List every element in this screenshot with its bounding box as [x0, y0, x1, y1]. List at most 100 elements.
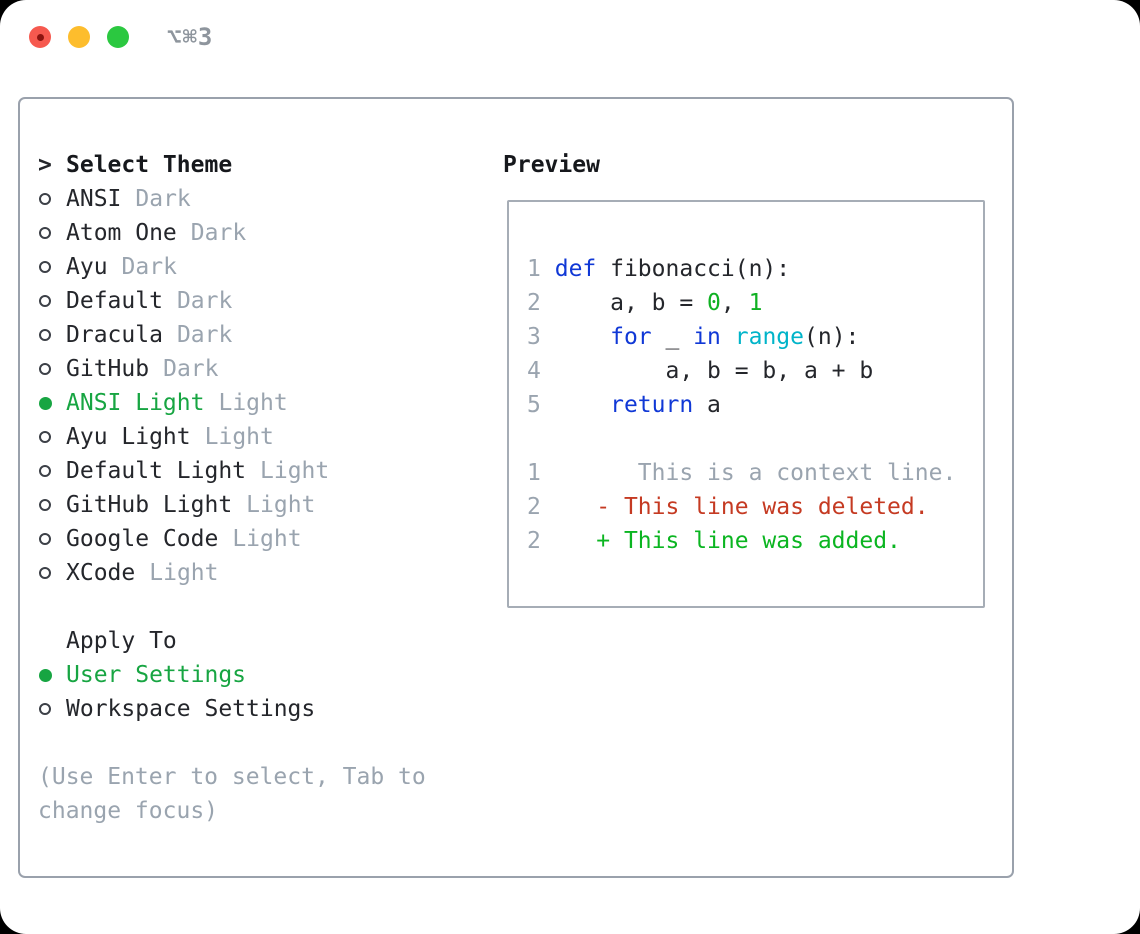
code-segment: This is a context line. [554, 460, 957, 486]
apply-option-label: Workspace Settings [66, 696, 316, 722]
minimize-button[interactable] [68, 26, 90, 48]
line-number: 2 [527, 290, 541, 316]
theme-label: ANSI Light [66, 390, 205, 416]
theme-option-github-light[interactable]: GitHub Light Light [38, 488, 426, 522]
radio-unselected-icon [39, 703, 51, 715]
theme-label: Ayu Light [66, 424, 191, 450]
theme-variant-tag: Dark [190, 220, 247, 246]
apply-to-header-label: Apply To [66, 628, 177, 654]
radio-selected-icon [39, 668, 52, 682]
code-segment: 0 [707, 290, 721, 316]
theme-label: Default Light [66, 458, 247, 484]
theme-variant-tag: Light [149, 560, 219, 586]
apply-option-workspace-settings[interactable]: Workspace Settings [38, 692, 426, 726]
theme-variant-tag: Light [232, 526, 302, 552]
code-segment: range [734, 324, 805, 350]
theme-label: Default [66, 288, 163, 314]
zoom-button[interactable] [107, 26, 129, 48]
theme-variant-tag: Dark [121, 254, 177, 280]
theme-label: GitHub Light [66, 492, 233, 518]
radio-unselected-icon [39, 261, 51, 273]
radio-selected-icon [39, 396, 52, 410]
theme-label: Google Code [66, 526, 219, 552]
radio-unselected-icon [39, 465, 51, 477]
theme-option-ansi-light[interactable]: ANSI Light Light [38, 386, 426, 420]
radio-unselected-icon [39, 227, 51, 239]
theme-option-github[interactable]: GitHub Dark [38, 352, 426, 386]
theme-variant-tag: Dark [176, 322, 233, 348]
theme-label: Ayu [66, 254, 108, 280]
radio-unselected-icon [39, 329, 51, 341]
theme-variant-tag: Dark [135, 186, 191, 212]
code-segment: 1 [748, 290, 763, 316]
theme-option-ayu-light[interactable]: Ayu Light Light [38, 420, 426, 454]
code-line [527, 422, 983, 456]
code-line: 1 def fibonacci(n): [527, 252, 983, 286]
theme-option-google-code[interactable]: Google Code Light [38, 522, 426, 556]
theme-option-ayu[interactable]: Ayu Dark [38, 250, 426, 284]
code-segment: a [693, 392, 721, 418]
apply-option-user-settings[interactable]: User Settings [38, 658, 426, 692]
code-segment: in [693, 324, 721, 350]
select-theme-header: > Select Theme [38, 148, 426, 182]
code-segment: return [610, 392, 694, 418]
code-line: 4 a, b = b, a + b [527, 354, 983, 388]
line-number: 4 [527, 358, 541, 384]
code-segment: a, b = b, a + b [554, 358, 874, 384]
radio-unselected-icon [39, 363, 51, 375]
code-segment: fibonacci(n): [596, 256, 791, 282]
code-segment: - This line was deleted. [554, 494, 929, 520]
theme-option-ansi[interactable]: ANSI Dark [38, 182, 426, 216]
theme-option-default[interactable]: Default Dark [38, 284, 426, 318]
theme-option-default-light[interactable]: Default Light Light [38, 454, 426, 488]
radio-unselected-icon [39, 533, 51, 545]
code-segment: a, b = [554, 290, 708, 316]
close-dot-icon [36, 33, 44, 41]
help-text: (Use Enter to select, Tab to change focu… [38, 760, 426, 828]
radio-unselected-icon [39, 295, 51, 307]
line-number: 1 [527, 460, 541, 486]
theme-label: Dracula [66, 322, 163, 348]
theme-variant-tag: Light [204, 424, 274, 450]
code-line: 2 a, b = 0, 1 [527, 286, 983, 320]
theme-variant-tag: Light [260, 458, 330, 484]
theme-option-dracula[interactable]: Dracula Dark [38, 318, 426, 352]
theme-variant-tag: Light [218, 390, 288, 416]
close-button[interactable] [29, 26, 51, 48]
preview-title: Preview [503, 152, 600, 178]
theme-label: ANSI [66, 186, 122, 212]
code-line: 3 for _ in range(n): [527, 320, 983, 354]
code-segment: def [554, 256, 597, 282]
theme-label: GitHub [66, 356, 150, 382]
code-segment: for [610, 324, 652, 350]
line-number: 2 [527, 494, 541, 520]
theme-variant-tag: Light [246, 492, 316, 518]
line-number: 5 [527, 392, 541, 418]
radio-unselected-icon [39, 567, 51, 579]
theme-variant-tag: Dark [163, 356, 219, 382]
line-number: 3 [527, 324, 541, 350]
select-theme-header-label: Select Theme [66, 152, 233, 178]
apply-option-label: User Settings [66, 662, 247, 688]
line-number: 1 [527, 256, 541, 282]
code-line: 5 return a [527, 388, 983, 422]
help-line-1: (Use Enter to select, Tab to [38, 764, 426, 790]
code-line: 2 - This line was deleted. [527, 490, 983, 524]
radio-unselected-icon [39, 193, 51, 205]
code-line: 1 This is a context line. [527, 456, 983, 490]
code-segment: (n): [804, 324, 860, 350]
help-line-2: change focus) [38, 798, 219, 824]
code-line: 2 + This line was added. [527, 524, 983, 558]
theme-variant-tag: Dark [176, 288, 233, 314]
code-segment: _ [651, 324, 694, 350]
window-title: ⌥⌘3 [167, 23, 214, 51]
line-number: 2 [527, 528, 541, 554]
